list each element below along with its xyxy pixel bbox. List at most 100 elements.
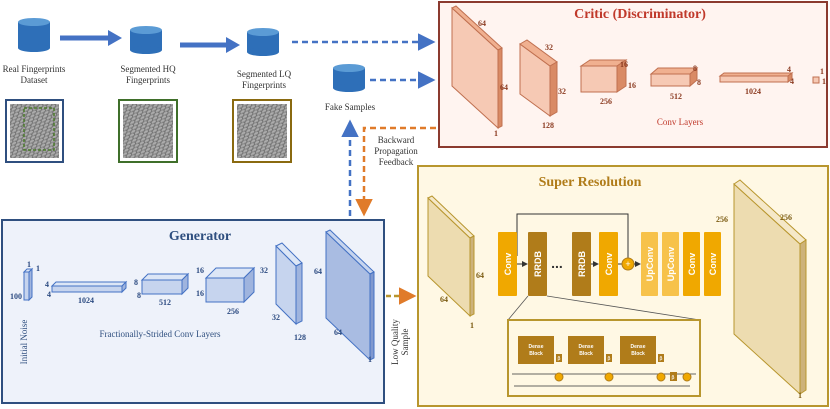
dim: 256 — [227, 307, 239, 316]
lq-sample-label-2: Sample — [400, 328, 410, 355]
beta-label: β — [557, 356, 560, 362]
fake-samples-group: Fake Samples — [325, 64, 376, 112]
critic-layer-6 — [812, 76, 820, 84]
sr-block-label: UpConv — [666, 247, 676, 282]
sr-block-label: Conv — [708, 253, 718, 276]
dim: 64 — [314, 267, 322, 276]
dim: 32 — [260, 266, 268, 275]
sr-block-conv-1 — [498, 232, 517, 296]
sr-output-layer — [733, 179, 807, 396]
feedback-label-1: Backward — [378, 135, 415, 145]
generator-layer-1 — [50, 280, 128, 294]
beta-box-final — [670, 372, 677, 381]
generator-panel: Generator Fractionally-Strided Conv Laye… — [1, 219, 385, 404]
dim: 8 — [137, 291, 141, 300]
dim: 512 — [159, 298, 171, 307]
lq-sample-label-1: Low Quality — [390, 319, 400, 365]
dim: 1024 — [745, 87, 761, 96]
generator-layer-noise — [22, 267, 34, 302]
sum-node — [656, 372, 666, 382]
plus-sign: + — [625, 259, 630, 269]
dim: 1 — [822, 77, 826, 86]
beta-label: β — [607, 356, 610, 362]
dim: 1 — [798, 391, 802, 400]
beta-box — [556, 354, 562, 362]
beta-label: β — [659, 356, 662, 362]
feedback-label-2: Propagation — [374, 146, 418, 156]
dense-block-3 — [620, 336, 656, 364]
generator-caption: Fractionally-Strided Conv Layers — [100, 329, 221, 339]
dim: 4 — [787, 65, 791, 74]
critic-layer-1 — [451, 5, 503, 130]
dim: 32 — [545, 43, 553, 52]
real-fingerprint-image — [10, 104, 59, 158]
sr-block-upconv-1 — [641, 232, 658, 296]
dim: 64 — [478, 19, 486, 28]
sum-node — [604, 372, 614, 382]
feedback-arrow — [355, 126, 436, 217]
dim: 1 — [470, 321, 474, 330]
critic-caption: Conv Layers — [657, 117, 704, 127]
dense-block-1 — [518, 336, 554, 364]
dim: 4 — [790, 77, 794, 86]
sr-block-label: Conv — [503, 253, 513, 276]
database-icon — [130, 26, 162, 54]
dim: 16 — [628, 81, 636, 90]
dim: 64 — [500, 83, 508, 92]
beta-box — [606, 354, 612, 362]
dim: 512 — [670, 92, 682, 101]
feedback-label-3: Feedback — [379, 157, 414, 167]
dense-label: Block — [631, 351, 645, 357]
sr-input-layer — [427, 195, 475, 318]
dim: 256 — [780, 213, 792, 222]
dim: 1 — [494, 129, 498, 138]
dim: 32 — [558, 87, 566, 96]
zoom-line — [507, 295, 529, 321]
zoom-line — [546, 295, 701, 321]
dim: 8 — [697, 78, 701, 87]
dense-label: Dense — [630, 344, 645, 350]
database-icon — [247, 28, 279, 56]
dim: 8 — [134, 278, 138, 287]
dense-label: Dense — [578, 344, 593, 350]
dim: 1 — [820, 67, 824, 76]
initial-noise-label: Initial Noise — [19, 320, 29, 365]
lq-label-1: Segmented LQ — [237, 69, 292, 79]
sr-title: Super Resolution — [539, 175, 642, 190]
dense-label: Block — [529, 351, 543, 357]
dataset-lq-group: Segmented LQ Fingerprints — [232, 28, 292, 163]
sr-block-conv-4 — [704, 232, 721, 296]
generator-frame — [1, 219, 385, 404]
beta-box — [658, 354, 664, 362]
sr-block-label: RRDB — [577, 251, 587, 277]
lq-label-2: Fingerprints — [242, 80, 286, 90]
dense-block-2 — [568, 336, 604, 364]
sr-block-label: RRDB — [533, 251, 543, 277]
generator-layer-2 — [140, 272, 190, 296]
critic-layer-3 — [579, 59, 628, 93]
sum-node-final — [682, 372, 692, 382]
sr-block-conv-3 — [683, 232, 700, 296]
sr-block-label: UpConv — [645, 247, 655, 282]
dense-label: Dense — [528, 344, 543, 350]
sr-panel: Super Resolution 64 64 1 256 256 1 Conv … — [417, 165, 829, 407]
dim: 64 — [440, 295, 448, 304]
fake-samples-label: Fake Samples — [325, 102, 376, 112]
lq-fingerprint-image — [237, 104, 287, 158]
segmentation-box — [23, 107, 55, 151]
dim: 32 — [272, 313, 280, 322]
dim: 100 — [10, 292, 22, 301]
dim: 8 — [693, 64, 697, 73]
dataset-hq-group: Segmented HQ Fingerprints — [118, 26, 178, 163]
generator-layer-5 — [325, 229, 375, 362]
sr-block-upconv-2 — [662, 232, 679, 296]
arrow-head — [226, 37, 240, 53]
dim: 16 — [620, 60, 628, 69]
beta-label: β — [671, 375, 674, 381]
sr-block-conv-2 — [599, 232, 618, 296]
dim: 1024 — [78, 296, 94, 305]
dense-label: Block — [579, 351, 593, 357]
sum-node — [554, 372, 564, 382]
dim: 16 — [196, 266, 204, 275]
ellipsis: ... — [551, 255, 563, 271]
